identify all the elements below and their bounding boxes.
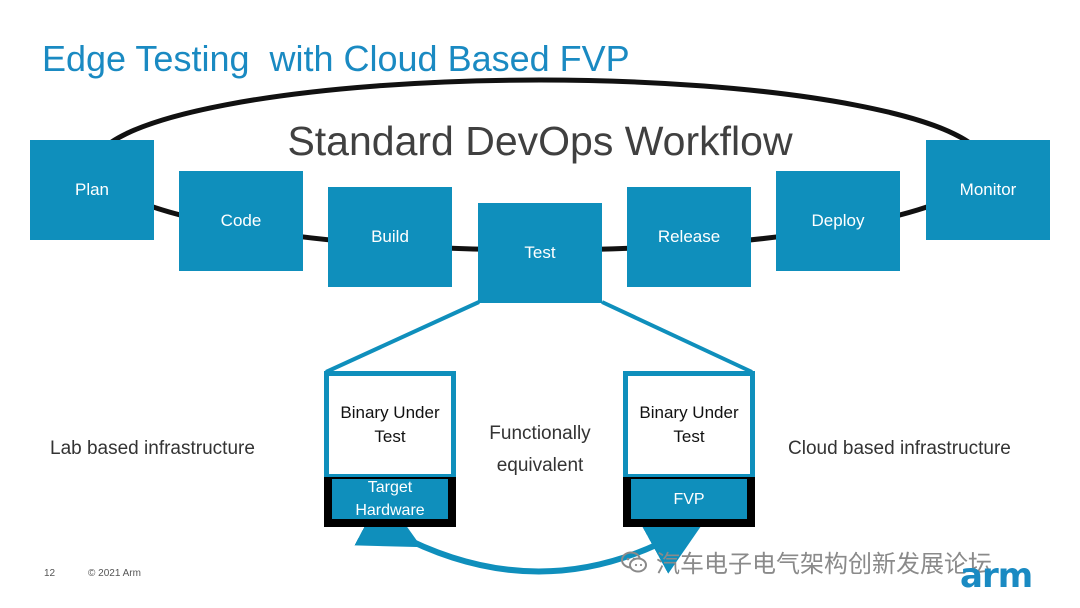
fvp-block: FVP [631, 479, 747, 519]
lab-binary-under-test: Binary Under Test [329, 376, 451, 474]
arm-logo: arm [960, 556, 1033, 596]
stage-code: Code [179, 171, 303, 271]
watermark-text: 汽车电子电气架构创新发展论坛 [656, 551, 992, 578]
watermark: 汽车电子电气架构创新发展论坛 [620, 544, 992, 579]
stage-test: Test [478, 203, 602, 303]
workflow-label: Standard DevOps Workflow [287, 118, 793, 164]
stage-monitor: Monitor [926, 140, 1050, 240]
zoom-line-left [325, 300, 480, 374]
target-hardware-line1: Target [367, 479, 413, 496]
stage-build: Build [328, 187, 452, 287]
page-number: 12 [44, 568, 56, 579]
stage-deploy: Deploy [776, 171, 900, 271]
wechat-icon [621, 551, 647, 572]
cloud-binary-line2: Test [673, 427, 705, 446]
middle-label-line2: equivalent [496, 455, 584, 476]
target-hardware-line2: Hardware [355, 502, 425, 519]
cloud-environment: Binary Under Test FVP [623, 371, 755, 527]
copyright: © 2021 Arm [88, 568, 141, 579]
cloud-binary-line1: Binary Under [639, 403, 739, 422]
middle-label-line1: Functionally [489, 423, 591, 444]
cloud-binary-under-test: Binary Under Test [628, 376, 750, 474]
lab-binary-line1: Binary Under [340, 403, 440, 422]
target-hardware: Target Hardware [332, 479, 448, 519]
zoom-line-right [601, 300, 753, 374]
slide-title: Edge Testing with Cloud Based FVP [42, 38, 630, 79]
functionally-equivalent-label: Functionally equivalent [470, 418, 610, 482]
cloud-infrastructure-label: Cloud based infrastructure [788, 438, 1011, 459]
lab-environment: Binary Under Test Target Hardware [324, 371, 456, 527]
stage-plan: Plan [30, 140, 154, 240]
lab-binary-line2: Test [374, 427, 406, 446]
stage-release: Release [627, 187, 751, 287]
equivalence-arrow [354, 492, 707, 575]
lab-infrastructure-label: Lab based infrastructure [50, 438, 255, 459]
